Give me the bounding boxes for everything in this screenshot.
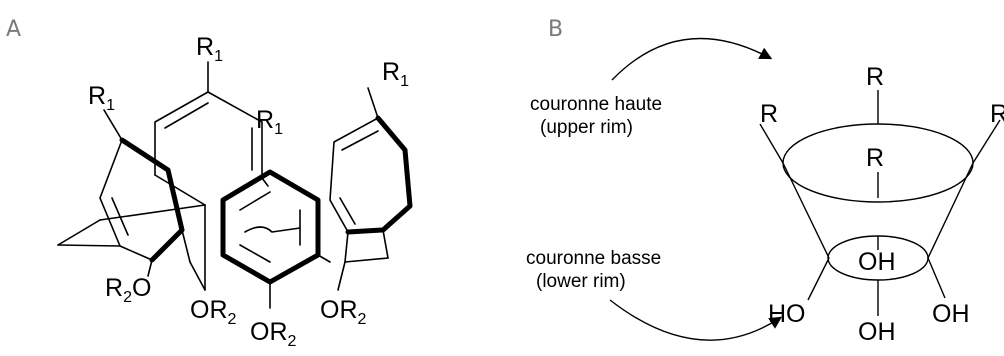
calixarene-cone-diagram: R R R R OH HO OH OH <box>759 63 1004 346</box>
front-aromatic-ring <box>220 169 321 309</box>
or2-right-label: OR2 <box>320 296 367 328</box>
oh-right-label: OH <box>932 300 970 328</box>
panel-a: A <box>6 17 413 350</box>
r1-top-label: R1 <box>196 33 223 65</box>
r1-left-label: R1 <box>88 82 115 114</box>
cone-left-side <box>782 162 830 259</box>
or2-left-label: R2O <box>105 274 151 306</box>
calixarene-structure: R1 R1 R1 R1 R2O OR2 OR2 OR2 <box>57 33 413 350</box>
cone-right-side <box>927 162 974 259</box>
lower-rim-label-line1: couronne basse <box>526 248 661 269</box>
back-aromatic-ring <box>154 61 263 206</box>
lower-rim-arrow <box>609 299 783 341</box>
panel-b-letter: B <box>548 17 563 42</box>
r1-center-label: R1 <box>256 106 283 138</box>
or2-middle-label: OR2 <box>190 296 237 328</box>
ho-left-label: HO <box>768 300 806 328</box>
r-left-label: R <box>760 100 778 128</box>
upper-rim-label-line1: couronne haute <box>530 94 662 115</box>
r-inner-label: R <box>866 144 884 172</box>
r-top-label: R <box>866 63 884 91</box>
panel-b: B couronne haute (upper rim) couronne ba… <box>526 17 1004 346</box>
oh-bottom-label: OH <box>858 318 896 346</box>
upper-rim-arrow <box>611 37 773 81</box>
or2-lower-label: OR2 <box>250 318 297 350</box>
r1-right-label: R1 <box>382 58 409 90</box>
right-aromatic-ring <box>317 87 413 291</box>
panel-a-letter: A <box>6 17 21 42</box>
oh-inner-label: OH <box>858 248 896 276</box>
upper-rim-label-line2: (upper rim) <box>540 117 633 138</box>
left-aromatic-ring <box>57 109 206 277</box>
r-right-label: R <box>990 100 1004 128</box>
left-methylene-bridge <box>181 204 206 291</box>
lower-rim-label-line2: (lower rim) <box>536 271 626 292</box>
